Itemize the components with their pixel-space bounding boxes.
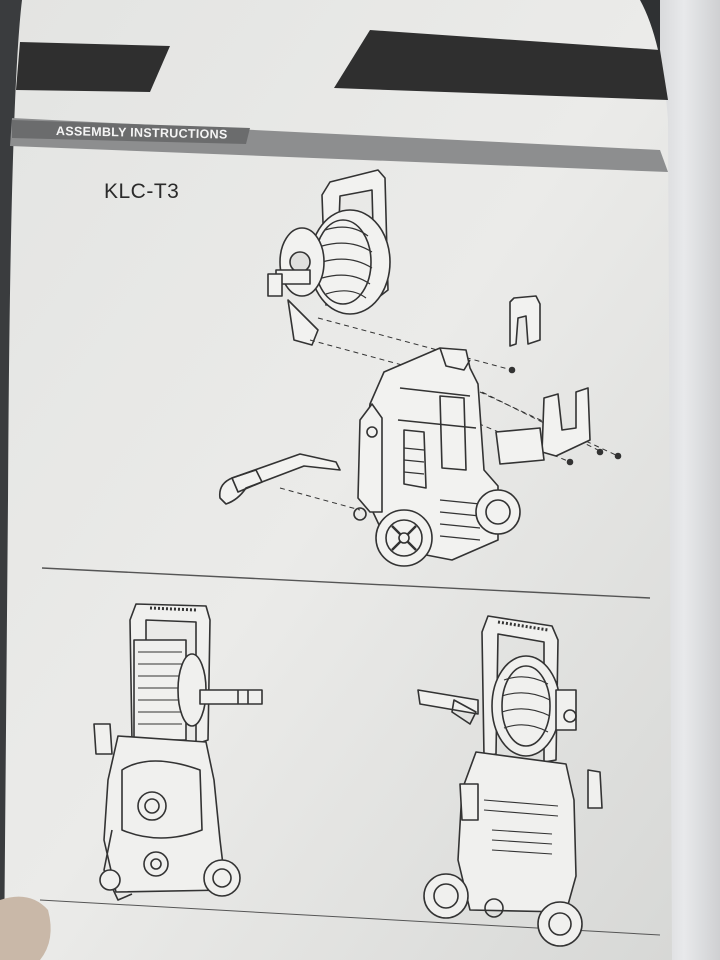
- model-name: KLC-T3: [104, 180, 180, 203]
- header-strip-dark: [12, 120, 250, 144]
- finger-shadow: [0, 896, 51, 960]
- header-band-right: [334, 30, 668, 100]
- exploded-assembly-diagram: [218, 169, 622, 567]
- section-divider: [41, 567, 651, 599]
- header-band-left: [16, 42, 170, 92]
- assembled-washer-front-view: [93, 603, 263, 901]
- assembled-washer-rear-view: [417, 615, 603, 947]
